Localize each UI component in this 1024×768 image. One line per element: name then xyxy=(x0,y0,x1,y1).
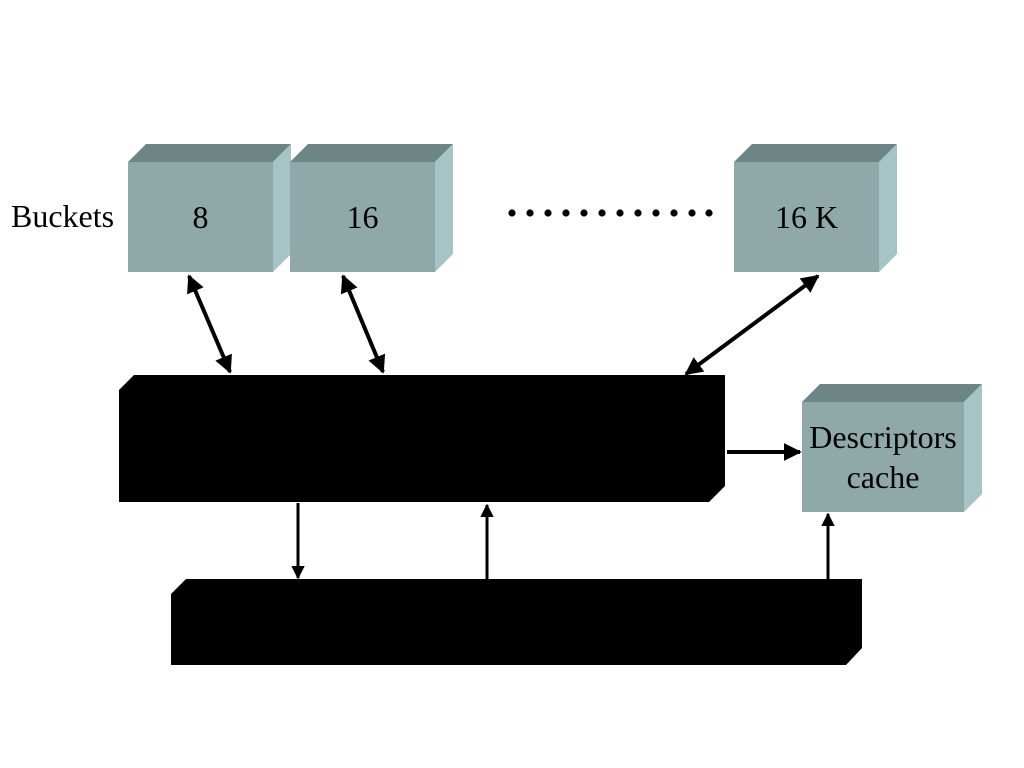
ellipsis-dot xyxy=(705,209,713,217)
bucket-16k-front xyxy=(734,162,879,272)
ellipsis-dot xyxy=(562,209,570,217)
ellipsis-dot xyxy=(634,209,642,217)
bucket-8-box xyxy=(128,144,291,272)
descriptors-cache-label: Descriptors cache xyxy=(802,402,964,512)
ellipsis-dots xyxy=(508,209,713,217)
arrow-bucket-8-block xyxy=(187,274,232,374)
bucket-16k-box xyxy=(734,144,897,272)
bucket-8-top xyxy=(128,144,291,162)
descriptors-cache-side xyxy=(964,384,982,512)
bucket-8-label: 8 xyxy=(192,199,209,235)
descriptors-cache-line1: Descriptors xyxy=(809,419,957,455)
ellipsis-dot xyxy=(526,209,534,217)
ellipsis-dot xyxy=(652,209,660,217)
bucket-16-side xyxy=(435,144,453,272)
bucket-8-side xyxy=(273,144,291,272)
bucket-16k-side xyxy=(879,144,897,272)
bucket-16-top xyxy=(290,144,453,162)
descriptors-cache-front xyxy=(802,402,964,512)
ellipsis-dot xyxy=(670,209,678,217)
bucket-16-front xyxy=(290,162,435,272)
ellipsis-dot xyxy=(544,209,552,217)
bucket-8-front xyxy=(128,162,273,272)
arrow-bucket-16k-block xyxy=(684,274,820,376)
buckets-label: Buckets xyxy=(11,198,115,234)
ellipsis-dot xyxy=(688,209,696,217)
ellipsis-dot xyxy=(616,209,624,217)
descriptors-cache-top xyxy=(802,384,982,402)
descriptors-cache-box xyxy=(802,384,982,512)
bucket-16-box xyxy=(290,144,453,272)
bucket-16-label: 16 xyxy=(346,199,379,235)
arrow-bucket-16-block xyxy=(340,274,386,374)
ellipsis-dot xyxy=(598,209,606,217)
bucket-16k-label: 16 K xyxy=(774,199,839,235)
upper-block xyxy=(119,375,725,502)
ellipsis-dot xyxy=(508,209,516,217)
bucket-16k-top xyxy=(734,144,897,162)
lower-block xyxy=(171,579,862,665)
ellipsis-dot xyxy=(580,209,588,217)
descriptors-cache-line2: cache xyxy=(846,459,920,495)
